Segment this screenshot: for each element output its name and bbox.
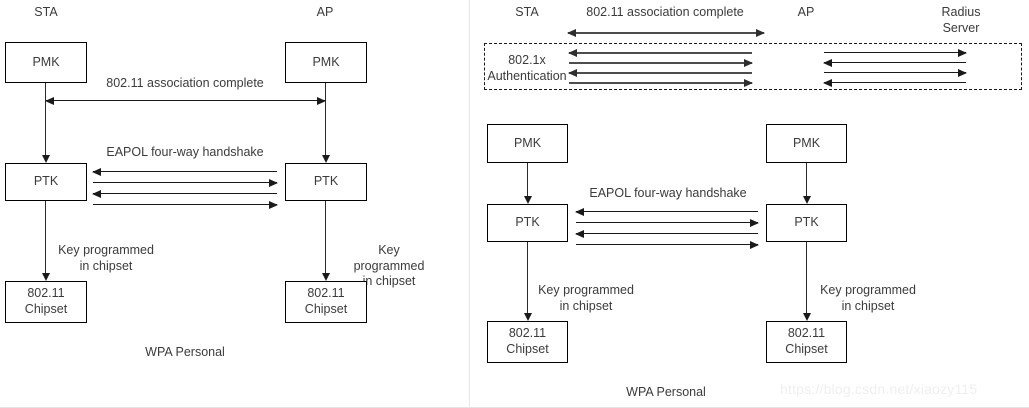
auth-ap-radius-arrow-2: [824, 62, 966, 64]
arrowhead-sta-ptk-to-chipset: [41, 273, 50, 281]
message-arrow-association-complete: [46, 100, 325, 102]
wpa-personal-left-diagram: STA AP PMK PMK 802.11 association comple…: [0, 0, 470, 408]
eapol-arrow-3: [93, 193, 277, 195]
column-header-sta: STA: [515, 5, 539, 19]
wpa-enterprise-right-diagram: STA AP Radius Server 802.11 association …: [470, 0, 1029, 408]
eapol-arrow-1: [93, 171, 277, 173]
connector-sta-pmk-to-ptk: [527, 163, 529, 196]
connector-sta-ptk-to-chipset: [527, 242, 529, 313]
arrowhead-sta-pmk-to-ptk: [41, 155, 50, 163]
auth-sta-ap-arrow-2: [569, 62, 752, 64]
auth-sta-ap-arrow-3: [569, 72, 752, 74]
connector-sta-pmk-to-ptk: [45, 83, 47, 155]
annotation-ap-key-programmed: Key programmed in chipset: [820, 283, 916, 313]
node-sta-ptk: PTK: [487, 204, 568, 242]
eapol-arrow-2: [93, 182, 277, 184]
annotation-ap-key-programmed: Key programmed in chipset: [353, 243, 425, 289]
node-sta-chipset: 802.11 Chipset: [5, 281, 87, 323]
arrowhead-ap-pmk-to-ptk: [802, 196, 811, 204]
auth-ap-radius-arrow-3: [824, 72, 966, 74]
eapol-arrow-4: [576, 244, 758, 246]
connector-sta-ptk-to-chipset: [45, 201, 47, 273]
arrowhead-ap-ptk-to-chipset: [802, 313, 811, 321]
message-label-association-complete: 802.11 association complete: [586, 5, 744, 19]
eapol-arrow-3: [576, 233, 758, 235]
eapol-arrow-1: [576, 211, 758, 213]
arrowhead-ap-ptk-to-chipset: [321, 273, 330, 281]
node-ap-chipset: 802.11 Chipset: [766, 321, 847, 363]
node-sta-pmk: PMK: [487, 124, 568, 163]
connector-ap-pmk-to-ptk: [325, 83, 327, 155]
node-ap-chipset: 802.11 Chipset: [285, 281, 367, 323]
column-header-radius-server: Radius Server: [941, 5, 981, 35]
auth-ap-radius-arrow-1: [824, 52, 966, 54]
node-ap-ptk: PTK: [285, 163, 367, 201]
node-sta-pmk: PMK: [5, 42, 87, 83]
column-header-sta: STA: [34, 5, 58, 19]
eapol-arrow-4: [93, 204, 277, 206]
eapol-arrow-2: [576, 222, 758, 224]
auth-sta-ap-arrow-1: [569, 52, 752, 54]
connector-ap-ptk-to-chipset: [325, 201, 327, 273]
connector-ap-pmk-to-ptk: [806, 163, 808, 196]
diagram-caption-right: WPA Personal: [626, 385, 706, 399]
connector-ap-ptk-to-chipset: [806, 242, 808, 313]
auth-ap-radius-arrow-4: [824, 82, 966, 84]
node-sta-chipset: 802.11 Chipset: [487, 321, 568, 363]
message-arrow-association-complete: [568, 32, 764, 34]
column-header-ap: AP: [316, 5, 334, 19]
message-label-eapol-handshake: EAPOL four-way handshake: [106, 145, 264, 159]
diagram-caption-left: WPA Personal: [145, 345, 225, 359]
node-ap-pmk: PMK: [285, 42, 367, 83]
arrowhead-sta-pmk-to-ptk: [523, 196, 532, 204]
message-label-8021x-authentication: 802.1x Authentication: [487, 53, 567, 83]
arrowhead-sta-ptk-to-chipset: [523, 313, 532, 321]
group-box-8021x-authentication: [484, 43, 1022, 90]
watermark-text: https://blog.csdn.net/xiaozy115: [780, 381, 978, 397]
node-ap-pmk: PMK: [766, 124, 847, 163]
column-header-ap: AP: [797, 5, 815, 19]
message-label-association-complete: 802.11 association complete: [106, 76, 264, 90]
auth-sta-ap-arrow-4: [569, 82, 752, 84]
annotation-sta-key-programmed: Key programmed in chipset: [538, 283, 634, 313]
message-label-eapol-handshake: EAPOL four-way handshake: [589, 186, 747, 200]
node-sta-ptk: PTK: [5, 163, 87, 201]
arrowhead-ap-pmk-to-ptk: [321, 155, 330, 163]
annotation-sta-key-programmed: Key programmed in chipset: [58, 243, 154, 273]
node-ap-ptk: PTK: [766, 204, 847, 242]
